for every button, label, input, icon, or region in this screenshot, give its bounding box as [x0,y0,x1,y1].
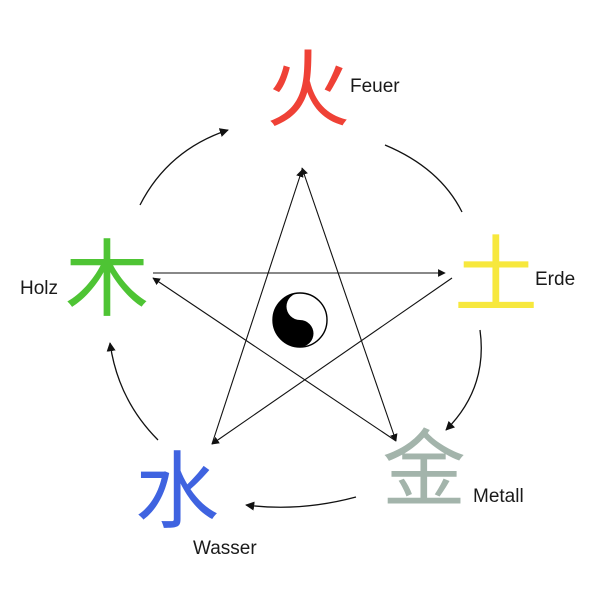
star-line-earth-to-water [211,277,453,445]
wood-glyph: 木 [64,231,149,329]
star-line-water-to-fire [211,169,304,445]
metal-label: Metall [473,486,524,507]
earth-label: Erde [535,269,576,290]
cycle-arrow-earth-to-metal [445,329,482,431]
cycle-arrow-metal-to-water [245,496,357,511]
water-label: Wasser [193,538,257,559]
fire-label: Feuer [350,76,400,97]
earth-glyph: 土 [453,227,538,325]
yin-yang-icon [272,292,328,348]
fire-glyph: 火 [265,41,350,139]
cycle-arrow-water-to-wood [106,342,159,441]
controlling-cycle [152,167,453,445]
cycle-arrow-wood-to-fire [139,128,229,206]
water-glyph: 水 [134,443,219,541]
generating-cycle [106,128,482,511]
cycle-arrow-fire-to-earth [384,144,463,213]
star-line-metal-to-wood [152,277,397,442]
star-line-fire-to-metal [300,167,398,442]
metal-glyph: 金 [381,421,466,519]
wood-label: Holz [20,278,59,299]
